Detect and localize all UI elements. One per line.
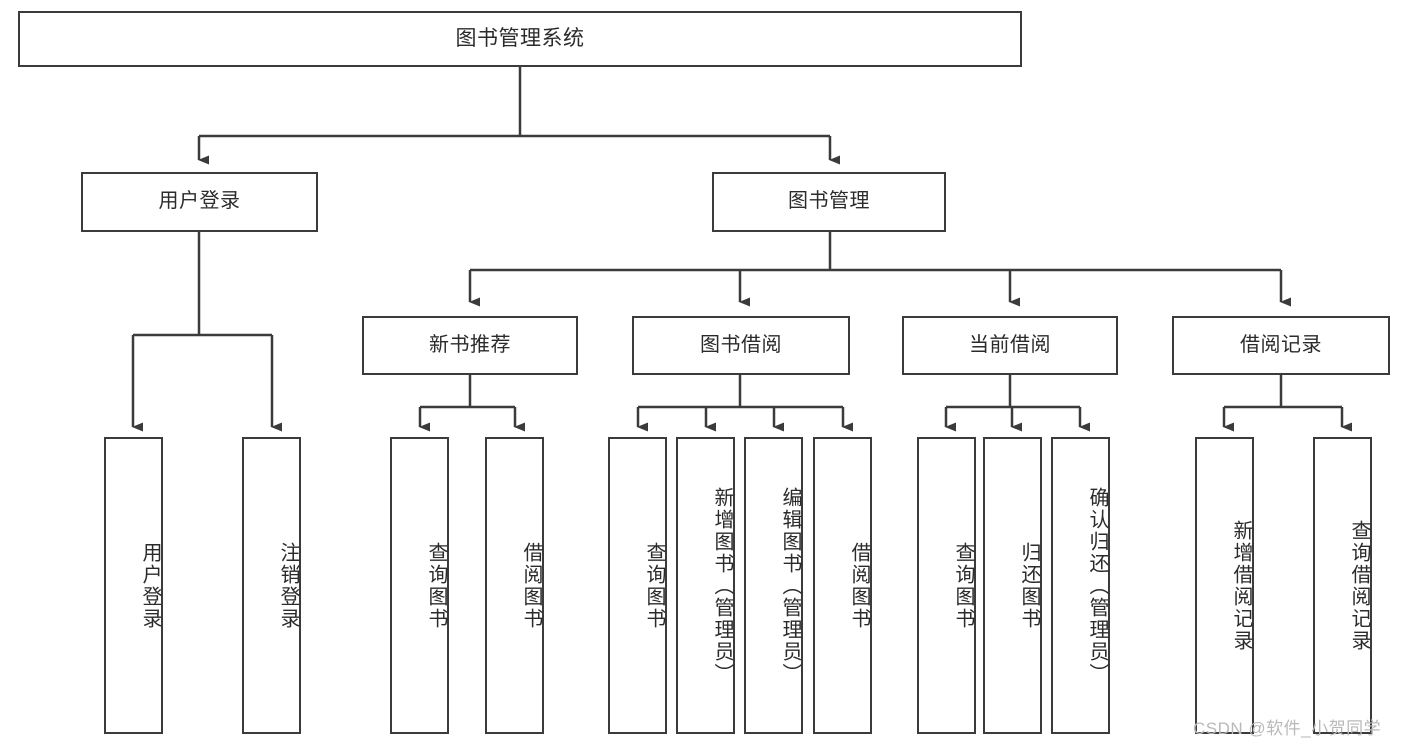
leaf-borrow-edit-book[interactable]: 编辑图书（管理员）: [744, 437, 803, 734]
leaf-new-book-borrow[interactable]: 借阅图书: [485, 437, 544, 734]
node-book-borrow[interactable]: 图书借阅: [632, 316, 850, 375]
leaf-new-book-query[interactable]: 查询图书: [390, 437, 449, 734]
leaf-label: 查询图书: [425, 541, 447, 630]
leaf-borrow-borrow-book[interactable]: 借阅图书: [813, 437, 872, 734]
leaf-record-add[interactable]: 新增借阅记录: [1195, 437, 1254, 734]
leaf-borrow-add-book[interactable]: 新增图书（管理员）: [676, 437, 735, 734]
leaf-borrow-query-book[interactable]: 查询图书: [608, 437, 667, 734]
leaf-user-login-signin[interactable]: 用户登录: [104, 437, 163, 734]
node-book-management[interactable]: 图书管理: [712, 172, 946, 232]
node-new-book-recommend[interactable]: 新书推荐: [362, 316, 578, 375]
leaf-label: 注销登录: [277, 541, 299, 630]
leaf-user-login-signout[interactable]: 注销登录: [242, 437, 301, 734]
leaf-current-query-book[interactable]: 查询图书: [917, 437, 976, 734]
leaf-label: 归还图书: [1018, 541, 1040, 630]
leaf-label: 查询图书: [952, 541, 974, 630]
leaf-label: 用户登录: [139, 541, 161, 630]
leaf-label: 查询图书: [643, 541, 665, 630]
leaf-label: 编辑图书（管理员）: [779, 486, 801, 685]
leaf-label: 借阅图书: [848, 541, 870, 630]
csdn-watermark: CSDN @软件_小贺同学: [1193, 719, 1382, 738]
leaf-label: 借阅图书: [520, 541, 542, 630]
node-current-borrow[interactable]: 当前借阅: [902, 316, 1118, 375]
leaf-label: 查询借阅记录: [1348, 519, 1370, 652]
node-root-system[interactable]: 图书管理系统: [18, 11, 1022, 67]
node-user-login[interactable]: 用户登录: [81, 172, 318, 232]
leaf-current-confirm-return[interactable]: 确认归还（管理员）: [1051, 437, 1110, 734]
node-borrow-record[interactable]: 借阅记录: [1172, 316, 1390, 375]
leaf-label: 确认归还（管理员）: [1086, 486, 1108, 685]
leaf-record-query[interactable]: 查询借阅记录: [1313, 437, 1372, 734]
leaf-label: 新增借阅记录: [1230, 519, 1252, 652]
leaf-label: 新增图书（管理员）: [711, 486, 733, 685]
leaf-current-return-book[interactable]: 归还图书: [983, 437, 1042, 734]
